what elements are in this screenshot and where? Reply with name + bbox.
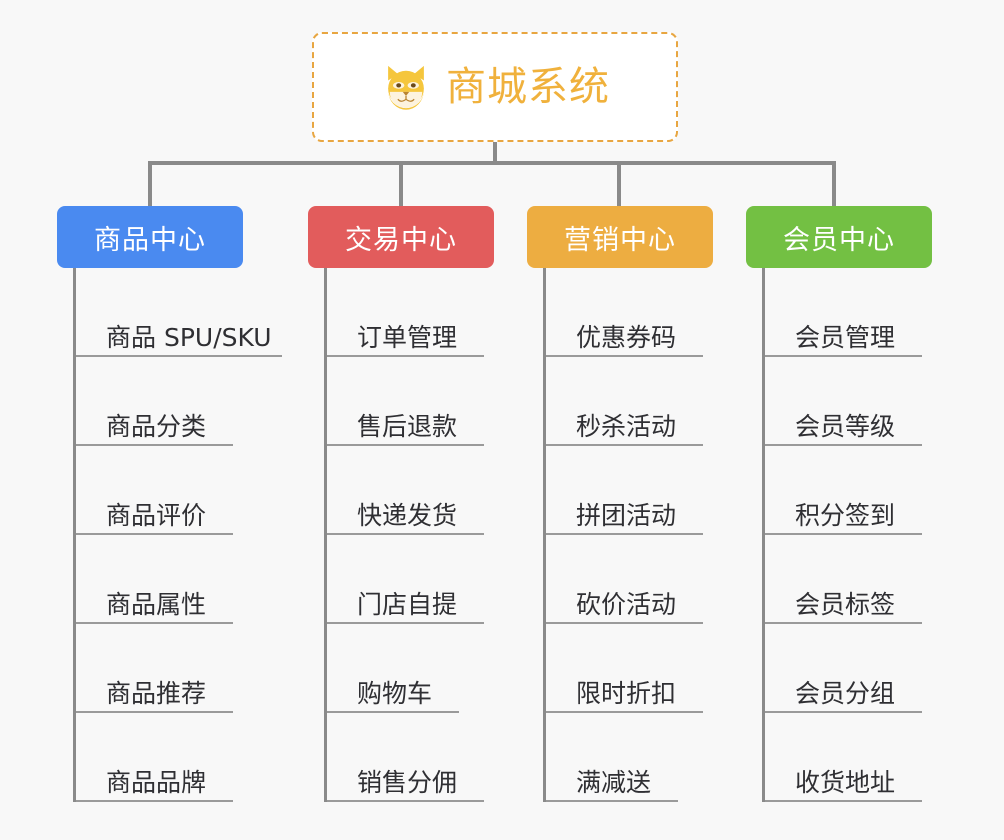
leaf-item[interactable]: 限时折扣 (546, 624, 713, 713)
leaf-item[interactable]: 会员标签 (765, 535, 932, 624)
leaf-item-underline (546, 444, 703, 446)
category-header-marketing-center[interactable]: 营销中心 (527, 206, 713, 268)
leaf-item-label: 订单管理 (357, 322, 458, 352)
leaf-item[interactable]: 商品分类 (76, 357, 243, 446)
leaf-item[interactable]: 会员分组 (765, 624, 932, 713)
leaf-item-label: 购物车 (357, 678, 433, 708)
leaf-item[interactable]: 门店自提 (327, 535, 494, 624)
category-label: 交易中心 (345, 224, 457, 256)
leaf-item-underline (76, 711, 233, 713)
leaf-item-underline (76, 444, 233, 446)
leaf-item[interactable]: 商品品牌 (76, 713, 243, 802)
leaf-item[interactable]: 商品评价 (76, 446, 243, 535)
leaf-list-marketing-center: 优惠券码秒杀活动拼团活动砍价活动限时折扣满减送 (543, 268, 713, 802)
leaf-item-label: 商品推荐 (106, 678, 207, 708)
leaf-item-underline (327, 355, 484, 357)
connector-drop-product (148, 161, 152, 206)
leaf-item-underline (765, 800, 922, 802)
leaf-item-underline (327, 444, 484, 446)
leaf-item[interactable]: 订单管理 (327, 268, 494, 357)
leaf-item-label: 商品属性 (106, 589, 207, 619)
connector-drop-member (832, 161, 836, 206)
category-label: 商品中心 (94, 224, 206, 256)
leaf-item-label: 快递发货 (357, 500, 458, 530)
leaf-item[interactable]: 商品推荐 (76, 624, 243, 713)
leaf-item-label: 满减送 (576, 767, 652, 797)
leaf-item-label: 收货地址 (795, 767, 896, 797)
leaf-item-underline (327, 533, 484, 535)
leaf-item-label: 销售分佣 (357, 767, 458, 797)
category-header-member-center[interactable]: 会员中心 (746, 206, 932, 268)
leaf-item-label: 会员管理 (795, 322, 896, 352)
leaf-item[interactable]: 商品属性 (76, 535, 243, 624)
leaf-item-label: 商品 SPU/SKU (106, 322, 272, 352)
leaf-item[interactable]: 销售分佣 (327, 713, 494, 802)
leaf-item-label: 商品评价 (106, 500, 207, 530)
leaf-item[interactable]: 会员管理 (765, 268, 932, 357)
leaf-item-underline (76, 800, 233, 802)
leaf-item-label: 优惠券码 (576, 322, 677, 352)
leaf-item[interactable]: 购物车 (327, 624, 494, 713)
leaf-item-underline (765, 622, 922, 624)
leaf-item-underline (327, 711, 459, 713)
category-header-trade-center[interactable]: 交易中心 (308, 206, 494, 268)
leaf-list-product-center: 商品 SPU/SKU 商品分类商品评价商品属性商品推荐商品品牌 (73, 268, 282, 802)
root-title: 商城系统 (446, 64, 610, 110)
leaf-item[interactable]: 会员等级 (765, 357, 932, 446)
connector-root-stem (493, 142, 497, 164)
leaf-item[interactable]: 秒杀活动 (546, 357, 713, 446)
connector-horizontal-bus (148, 161, 836, 165)
leaf-item-underline (327, 800, 484, 802)
leaf-item-underline (765, 444, 922, 446)
leaf-item[interactable]: 拼团活动 (546, 446, 713, 535)
leaf-item-underline (546, 711, 703, 713)
leaf-item-underline (327, 622, 484, 624)
leaf-item[interactable]: 快递发货 (327, 446, 494, 535)
leaf-item[interactable]: 收货地址 (765, 713, 932, 802)
category-label: 会员中心 (783, 224, 895, 256)
leaf-item[interactable]: 优惠券码 (546, 268, 713, 357)
leaf-item-label: 商品分类 (106, 411, 207, 441)
branch-column-product-center: 商品中心 商品 SPU/SKU 商品分类商品评价商品属性商品推荐商品品牌 (57, 206, 282, 802)
leaf-item-label: 会员等级 (795, 411, 896, 441)
leaf-list-trade-center: 订单管理售后退款快递发货门店自提购物车销售分佣 (324, 268, 494, 802)
connector-drop-marketing (617, 161, 621, 206)
leaf-item-underline (546, 533, 703, 535)
branch-column-marketing-center: 营销中心 优惠券码秒杀活动拼团活动砍价活动限时折扣满减送 (527, 206, 713, 802)
leaf-item-label: 会员分组 (795, 678, 896, 708)
category-label: 营销中心 (564, 224, 676, 256)
leaf-item-label: 砍价活动 (576, 589, 677, 619)
leaf-item-underline (76, 355, 282, 357)
root-node[interactable]: 商城系统 (312, 32, 678, 142)
branch-column-member-center: 会员中心 会员管理会员等级积分签到会员标签会员分组收货地址 (746, 206, 932, 802)
leaf-item-underline (765, 355, 922, 357)
category-header-product-center[interactable]: 商品中心 (57, 206, 243, 268)
leaf-item-underline (765, 533, 922, 535)
leaf-item-underline (546, 622, 703, 624)
leaf-item-label: 商品品牌 (106, 767, 207, 797)
leaf-item-underline (76, 622, 233, 624)
leaf-item-underline (76, 533, 233, 535)
leaf-item-underline (546, 800, 678, 802)
leaf-item-label: 秒杀活动 (576, 411, 677, 441)
leaf-item-underline (765, 711, 922, 713)
leaf-list-member-center: 会员管理会员等级积分签到会员标签会员分组收货地址 (762, 268, 932, 802)
leaf-item[interactable]: 售后退款 (327, 357, 494, 446)
leaf-item-label: 拼团活动 (576, 500, 677, 530)
leaf-item-underline (546, 355, 703, 357)
leaf-item-label: 积分签到 (795, 500, 896, 530)
leaf-item-label: 门店自提 (357, 589, 458, 619)
shiba-dog-face-icon (388, 65, 424, 110)
leaf-item[interactable]: 砍价活动 (546, 535, 713, 624)
leaf-item[interactable]: 满减送 (546, 713, 713, 802)
leaf-item-label: 会员标签 (795, 589, 896, 619)
leaf-item-label: 售后退款 (357, 411, 458, 441)
branch-column-trade-center: 交易中心 订单管理售后退款快递发货门店自提购物车销售分佣 (308, 206, 494, 802)
leaf-item-label: 限时折扣 (576, 678, 677, 708)
leaf-item[interactable]: 积分签到 (765, 446, 932, 535)
connector-drop-trade (399, 161, 403, 206)
leaf-item[interactable]: 商品 SPU/SKU (76, 268, 282, 357)
